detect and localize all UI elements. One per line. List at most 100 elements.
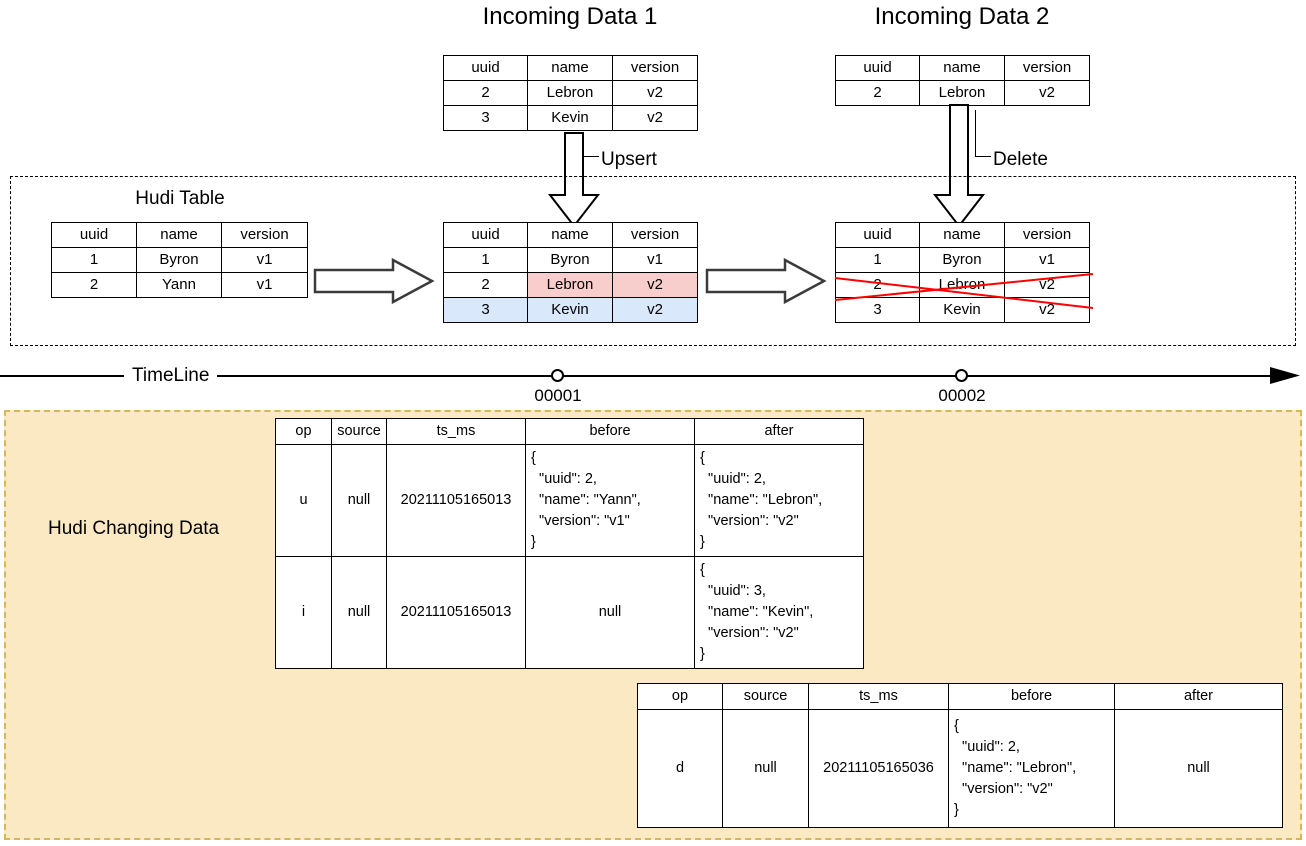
cell-version: v2: [612, 297, 698, 323]
table-row: i null 20211105165013 null { "uuid": 3, …: [275, 556, 864, 669]
table-header-row: uuid name version: [443, 222, 698, 248]
delete-branch-stub: [975, 110, 976, 156]
column-header-name: name: [527, 55, 613, 81]
cell-source: null: [331, 556, 387, 669]
hudi-changing-data-label: Hudi Changing Data: [48, 518, 220, 539]
table-row: 2 Lebron v2: [835, 80, 1090, 106]
upsert-branch-elbow: [583, 156, 599, 157]
table-row-inserted: 3 Kevin v2: [443, 297, 698, 323]
transition-arrow-2-icon: [705, 257, 827, 305]
column-header-version: version: [612, 222, 698, 248]
cell-name: Byron: [919, 247, 1005, 273]
incoming-data-2-title: Incoming Data 2: [874, 3, 1050, 30]
cell-name: Lebron: [919, 80, 1005, 106]
column-header-version: version: [1004, 55, 1090, 81]
column-header-name: name: [919, 55, 1005, 81]
timeline-tick-1-label: 00001: [534, 386, 582, 405]
cell-uuid: 2: [835, 80, 920, 106]
timeline-tick-2-label: 00002: [938, 386, 986, 405]
column-header-name: name: [919, 222, 1005, 248]
table-row-deleted: 2 Lebron v2: [835, 272, 1090, 298]
cdc-upsert-table: op source ts_ms before after u null 2021…: [275, 418, 864, 669]
cell-source: null: [722, 709, 809, 828]
table-header-row: op source ts_ms before after: [637, 683, 1283, 710]
delete-branch-elbow: [975, 156, 991, 157]
column-header-version: version: [221, 222, 308, 248]
column-header-op: op: [637, 683, 723, 710]
column-header-ts-ms: ts_ms: [386, 418, 526, 445]
table-header-row: uuid name version: [835, 222, 1090, 248]
incoming-data-2-table: uuid name version 2 Lebron v2: [835, 55, 1090, 106]
cell-name: Kevin: [919, 297, 1005, 323]
cell-uuid: 1: [835, 247, 920, 273]
cell-version: v1: [221, 272, 308, 298]
column-header-source: source: [722, 683, 809, 710]
table-row: 1 Byron v1: [835, 247, 1090, 273]
cell-name: Kevin: [527, 105, 613, 131]
cell-after: { "uuid": 2, "name": "Lebron", "version"…: [694, 444, 864, 557]
column-header-uuid: uuid: [443, 55, 528, 81]
timeline-tick-1-icon: [551, 369, 564, 382]
column-header-uuid: uuid: [443, 222, 528, 248]
cell-name: Kevin: [527, 297, 613, 323]
cell-uuid: 2: [51, 272, 137, 298]
hudi-initial-table: uuid name version 1 Byron v1 2 Yann v1: [51, 222, 308, 298]
cell-before: { "uuid": 2, "name": "Lebron", "version"…: [948, 709, 1115, 828]
cell-after: { "uuid": 3, "name": "Kevin", "version":…: [694, 556, 864, 669]
table-header-row: uuid name version: [835, 55, 1090, 81]
cell-uuid: 1: [51, 247, 137, 273]
cell-name: Byron: [527, 247, 613, 273]
cell-uuid: 2: [835, 272, 920, 298]
upsert-label: Upsert: [601, 149, 657, 170]
cell-op: d: [637, 709, 723, 828]
delete-arrow-icon: [932, 104, 986, 228]
cell-ts-ms: 20211105165013: [386, 444, 526, 557]
cell-after: null: [1114, 709, 1283, 828]
table-row: 1 Byron v1: [51, 247, 308, 273]
cell-before: { "uuid": 2, "name": "Yann", "version": …: [525, 444, 695, 557]
column-header-after: after: [694, 418, 864, 445]
column-header-op: op: [275, 418, 332, 445]
timeline-arrowhead-icon: [1270, 367, 1300, 384]
table-header-row: uuid name version: [443, 55, 698, 81]
cell-version: v2: [612, 105, 698, 131]
timeline-axis: [0, 375, 1288, 377]
timeline-tick-2-icon: [955, 369, 968, 382]
column-header-version: version: [612, 55, 698, 81]
cell-ts-ms: 20211105165013: [386, 556, 526, 669]
cell-name-updated: Lebron: [527, 272, 613, 298]
upsert-arrow-icon: [547, 132, 601, 228]
hudi-table-container: [10, 176, 1296, 346]
column-header-uuid: uuid: [51, 222, 137, 248]
transition-arrow-1-icon: [313, 257, 435, 305]
cdc-delete-table: op source ts_ms before after d null 2021…: [637, 683, 1283, 828]
cell-version: v2: [612, 80, 698, 106]
incoming-data-1-title: Incoming Data 1: [482, 3, 658, 30]
cell-version: v1: [1004, 247, 1090, 273]
column-header-source: source: [331, 418, 387, 445]
table-row: d null 20211105165036 { "uuid": 2, "name…: [637, 709, 1283, 828]
cell-name: Yann: [136, 272, 222, 298]
hudi-after-delete-table: uuid name version 1 Byron v1 2 Lebron v2…: [835, 222, 1090, 323]
table-row: 1 Byron v1: [443, 247, 698, 273]
cell-op: u: [275, 444, 332, 557]
column-header-uuid: uuid: [835, 55, 920, 81]
cell-version: v2: [1004, 80, 1090, 106]
column-header-before: before: [525, 418, 695, 445]
cell-uuid: 2: [443, 80, 528, 106]
column-header-before: before: [948, 683, 1115, 710]
cell-version: v2: [1004, 297, 1090, 323]
column-header-after: after: [1114, 683, 1283, 710]
cell-name: Lebron: [919, 272, 1005, 298]
table-row: 2 Yann v1: [51, 272, 308, 298]
cell-op: i: [275, 556, 332, 669]
hudi-after-upsert-table: uuid name version 1 Byron v1 2 Lebron v2…: [443, 222, 698, 323]
cell-version: v1: [221, 247, 308, 273]
incoming-data-1-table: uuid name version 2 Lebron v2 3 Kevin v2: [443, 55, 698, 131]
table-row: 2 Lebron v2: [443, 80, 698, 106]
cell-source: null: [331, 444, 387, 557]
timeline-label: TimeLine: [124, 364, 218, 388]
table-row: 3 Kevin v2: [835, 297, 1090, 323]
table-header-row: uuid name version: [51, 222, 308, 248]
